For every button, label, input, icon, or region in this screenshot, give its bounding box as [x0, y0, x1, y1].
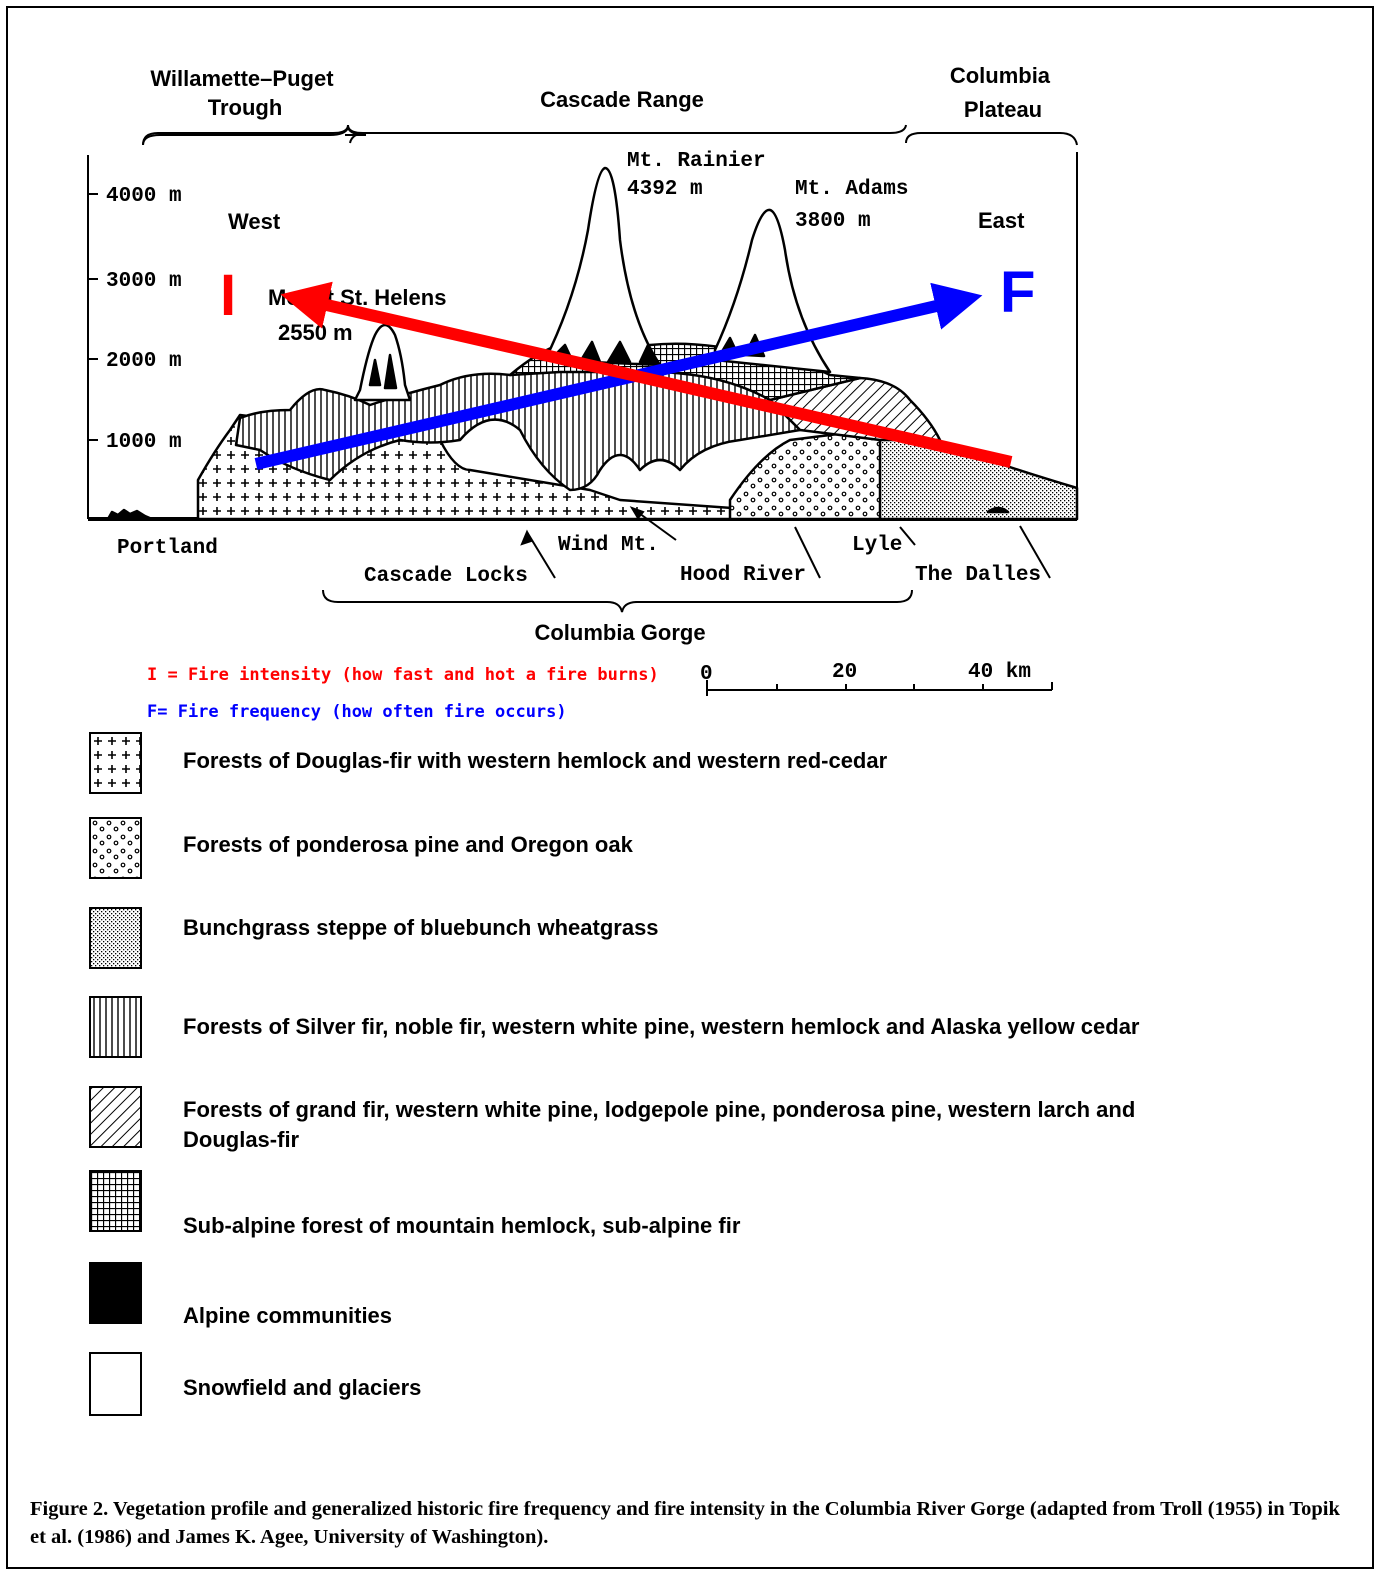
intensity-letter: I: [220, 263, 236, 328]
mt-rainier-elevation: 4392 m: [627, 178, 703, 201]
portland-label: Portland: [117, 537, 218, 560]
scale-zero: 0: [700, 663, 713, 686]
east-label: East: [978, 208, 1025, 233]
scale-bar: [706, 680, 1053, 696]
rainier-alpine: [548, 340, 660, 367]
legend-swatch-ponderosa: [89, 817, 142, 879]
legend-swatch-douglas-fir: [89, 732, 142, 794]
west-label: West: [228, 209, 281, 234]
scale-end: 40 km: [968, 661, 1031, 684]
place-pointers: [520, 506, 1051, 579]
legend-label-douglas-fir: Forests of Douglas-fir with western heml…: [183, 748, 888, 773]
mt-rainier-peak: [543, 166, 662, 367]
legend-label-ponderosa: Forests of ponderosa pine and Oregon oak: [183, 832, 633, 857]
intensity-note: I = Fire intensity (how fast and hot a f…: [147, 665, 659, 685]
legend-swatch-subalpine: [89, 1170, 142, 1232]
legend-label-silver-fir: Forests of Silver fir, noble fir, wester…: [183, 1014, 1140, 1039]
legend-swatch-grand-fir: [89, 1086, 142, 1148]
hood-river-label: Hood River: [680, 564, 806, 587]
legend-swatch-silver-fir: [89, 996, 142, 1058]
vegetation-profile-diagram: Willamette–Puget Trough Cascade Range Co…: [87, 63, 1079, 722]
figure-caption: Figure 2. Vegetation profile and general…: [30, 1498, 1340, 1548]
east-region-label: Columbia Plateau: [950, 63, 1056, 122]
legend-swatch-alpine: [89, 1262, 142, 1324]
legend-label-steppe: Bunchgrass steppe of bluebunch wheatgras…: [183, 915, 659, 940]
legend-swatch-snowfield: [89, 1352, 142, 1416]
mt-rainier-name: Mt. Rainier: [627, 150, 766, 173]
mt-adams-name: Mt. Adams: [795, 178, 908, 201]
silver-fir-zone: [234, 368, 802, 492]
fire-frequency-arrow: [254, 282, 983, 470]
cascade-range-label: Cascade Range: [540, 87, 704, 112]
elevation-axis: 4000 m 3000 m 2000 m 1000 m: [88, 185, 182, 454]
region-braces: [142, 124, 1078, 146]
mt-adams-elevation: 3800 m: [795, 210, 871, 233]
portland-marker: [106, 508, 154, 521]
legend-label-grand-fir: Forests of grand fir, western white pine…: [183, 1097, 1136, 1152]
mt-st-helens-peak: [353, 323, 412, 402]
wind-mt-label: Wind Mt.: [558, 534, 659, 557]
west-region-label: Willamette–Puget Trough: [150, 66, 339, 120]
columbia-gorge-label: Columbia Gorge: [534, 620, 705, 645]
dalles-marker: [986, 506, 1010, 514]
cascade-locks-label: Cascade Locks: [364, 565, 528, 588]
elevation-tick-4000: 4000 m: [106, 185, 182, 208]
frequency-letter: F: [1000, 260, 1035, 325]
the-dalles-label: The Dalles: [915, 564, 1041, 587]
figure-frame: [6, 6, 1374, 1569]
scale-mid: 20: [832, 661, 857, 684]
frequency-note: F= Fire frequency (how often fire occurs…: [147, 702, 567, 722]
legend-label-snowfield: Snowfield and glaciers: [183, 1375, 422, 1400]
lyle-label: Lyle: [852, 534, 902, 557]
elevation-tick-1000: 1000 m: [106, 431, 182, 454]
elevation-tick-3000: 3000 m: [106, 270, 182, 293]
legend-label-alpine: Alpine communities: [183, 1303, 393, 1328]
fire-intensity-arrow: [280, 281, 1013, 468]
gorge-brace: [322, 589, 913, 613]
helens-alpine: [368, 353, 398, 390]
mt-st-helens-elevation: 2550 m: [278, 320, 353, 345]
legend-swatch-steppe: [89, 907, 142, 969]
elevation-tick-2000: 2000 m: [106, 350, 182, 373]
legend-label-subalpine: Sub-alpine forest of mountain hemlock, s…: [183, 1213, 741, 1238]
